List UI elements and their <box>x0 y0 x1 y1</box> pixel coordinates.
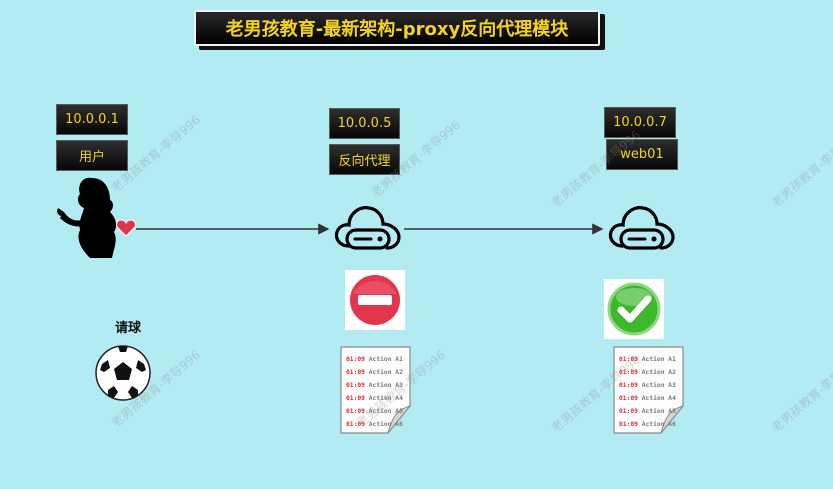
client-role-tag: 用户 <box>56 140 128 171</box>
log-action: Action A6 <box>369 420 403 428</box>
log-action: Action A4 <box>369 394 403 402</box>
svg-text:01:09 Action A1: 01:09 Action A1 <box>619 355 676 363</box>
checkmark-icon <box>604 279 664 339</box>
svg-text:01:09 Action A3: 01:09 Action A3 <box>619 381 676 389</box>
svg-text:01:09 Action A4: 01:09 Action A4 <box>346 394 403 402</box>
log-action: Action A2 <box>642 368 676 376</box>
log-time: 01:09 <box>619 382 638 389</box>
log-action: Action A4 <box>642 394 676 402</box>
log-action: Action A5 <box>369 407 403 415</box>
svg-text:01:09 Action A2: 01:09 Action A2 <box>619 368 676 376</box>
no-entry-icon <box>345 270 405 330</box>
web-cloud-server-icon <box>608 206 675 250</box>
log-action: Action A1 <box>642 355 676 363</box>
web-log-document-icon: 01:09 Action A1 01:09 Action A2 01:09 Ac… <box>613 346 685 434</box>
proxy-cloud-server-icon <box>334 206 401 250</box>
svg-text:01:09 Action A5: 01:09 Action A5 <box>619 407 676 415</box>
log-time: 01:09 <box>346 408 365 415</box>
log-time: 01:09 <box>346 421 365 428</box>
ball-label: 请球 <box>114 321 141 336</box>
web-role-tag: web01 <box>606 139 678 170</box>
log-time: 01:09 <box>346 395 365 402</box>
svg-text:01:09 Action A4: 01:09 Action A4 <box>619 394 676 402</box>
log-time: 01:09 <box>346 356 365 363</box>
log-action: Action A2 <box>369 368 403 376</box>
log-time: 01:09 <box>619 369 638 376</box>
svg-text:01:09 Action A3: 01:09 Action A3 <box>346 381 403 389</box>
log-action: Action A5 <box>642 407 676 415</box>
log-time: 01:09 <box>619 408 638 415</box>
log-time: 01:09 <box>619 421 638 428</box>
log-time: 01:09 <box>619 356 638 363</box>
svg-text:01:09 Action A6: 01:09 Action A6 <box>619 420 676 428</box>
diagram-title: 老男孩教育-最新架构-proxy反向代理模块 <box>194 10 600 46</box>
svg-text:01:09 Action A2: 01:09 Action A2 <box>346 368 403 376</box>
log-action: Action A3 <box>642 381 676 389</box>
proxy-log-document-icon: 01:09 Action A1 01:09 Action A2 01:09 Ac… <box>340 346 412 434</box>
log-action: Action A6 <box>642 420 676 428</box>
heart-icon <box>116 219 136 237</box>
log-action: Action A1 <box>369 355 403 363</box>
svg-text:01:09 Action A1: 01:09 Action A1 <box>346 355 403 363</box>
woman-silhouette-icon <box>57 177 117 258</box>
soccer-ball-icon <box>95 345 151 401</box>
svg-text:01:09 Action A5: 01:09 Action A5 <box>346 407 403 415</box>
log-action: Action A3 <box>369 381 403 389</box>
proxy-ip-tag: 10.0.0.5 <box>329 108 400 139</box>
svg-text:01:09 Action A6: 01:09 Action A6 <box>346 420 403 428</box>
log-time: 01:09 <box>619 395 638 402</box>
client-ip-tag: 10.0.0.1 <box>56 104 128 135</box>
proxy-role-tag: 反向代理 <box>329 144 400 175</box>
log-time: 01:09 <box>346 382 365 389</box>
web-ip-tag: 10.0.0.7 <box>604 107 676 138</box>
log-time: 01:09 <box>346 369 365 376</box>
